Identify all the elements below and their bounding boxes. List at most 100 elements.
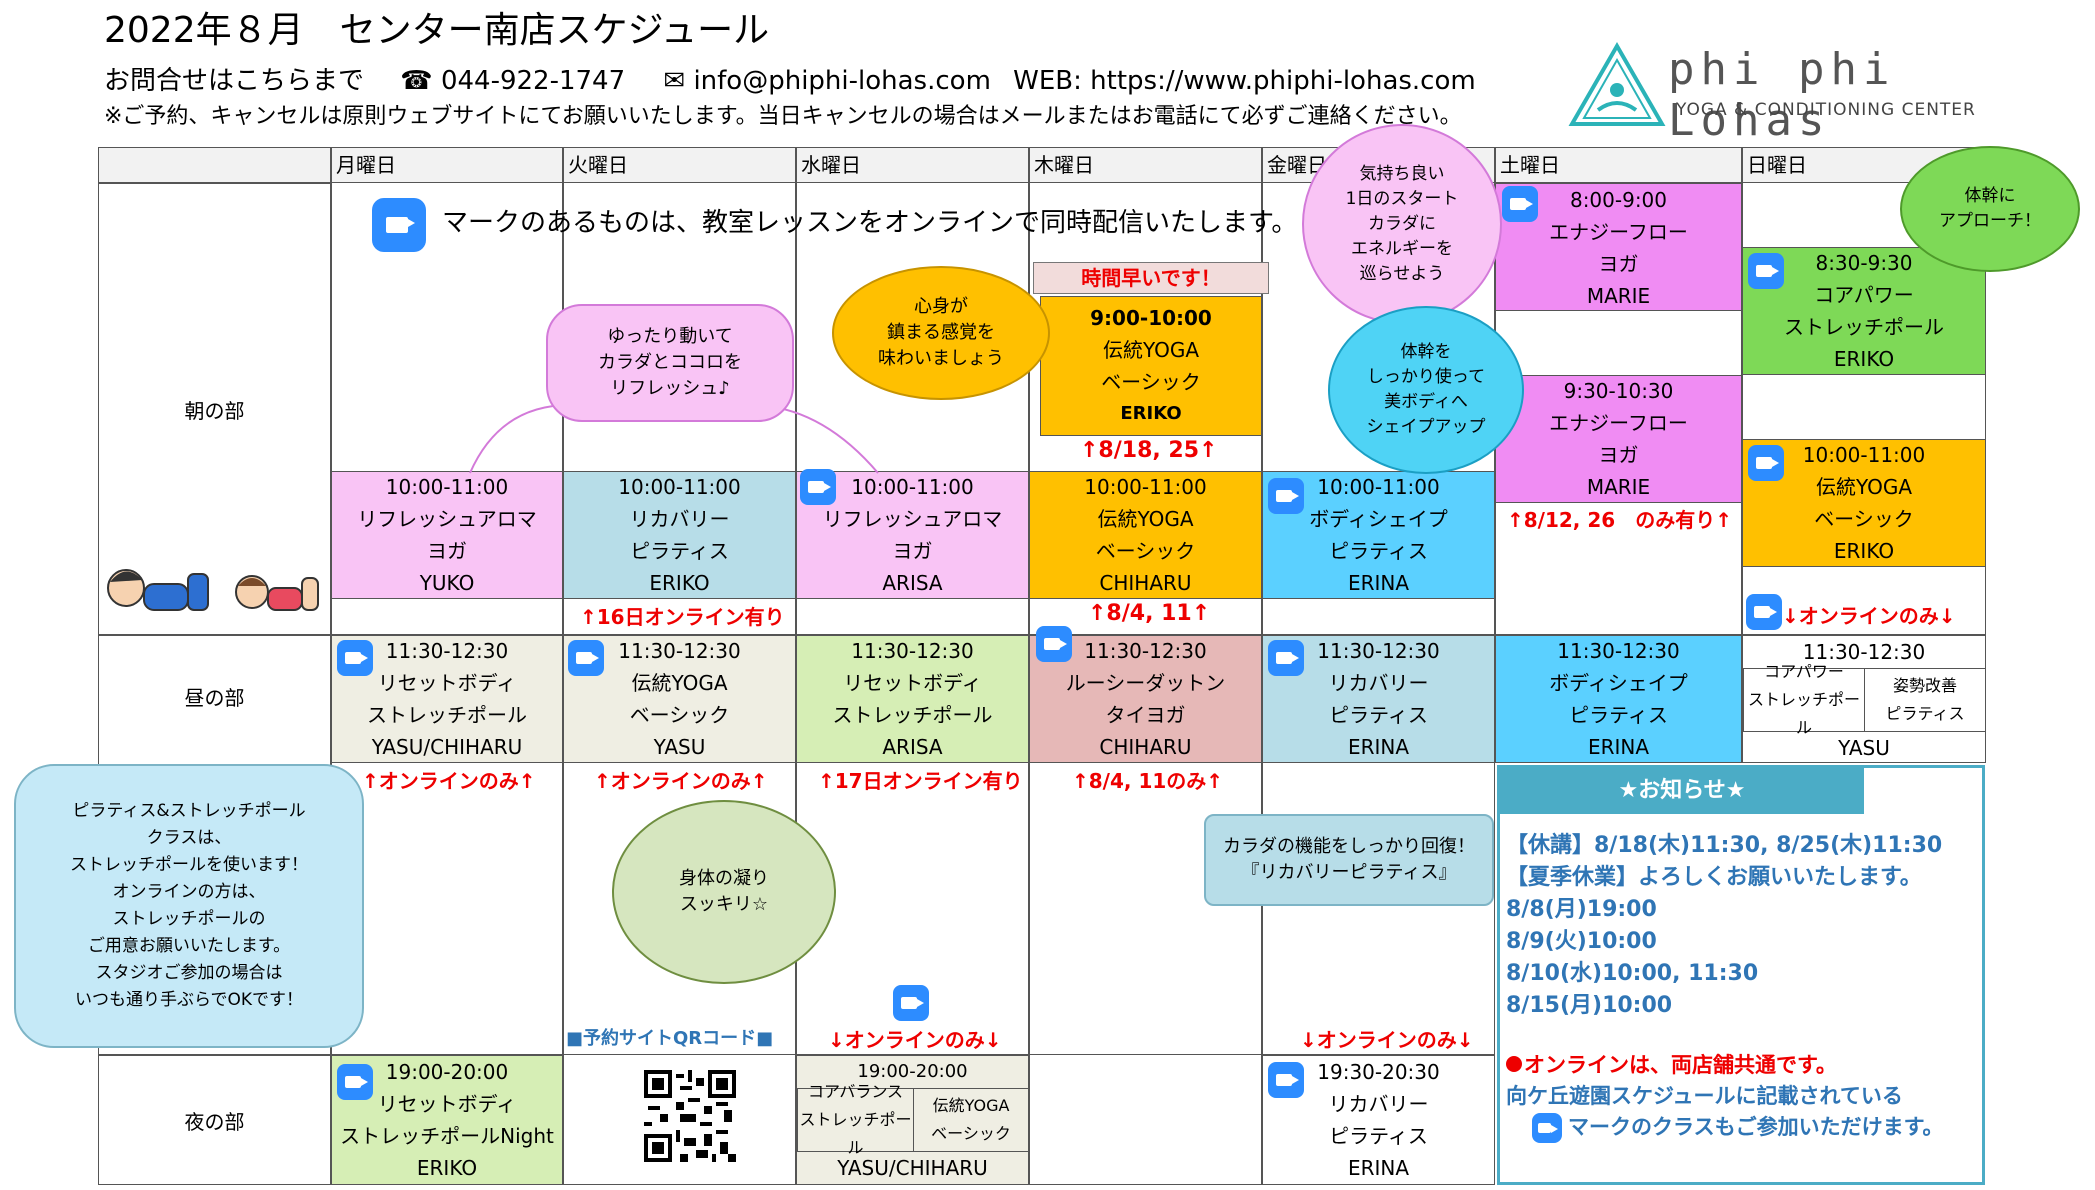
zoom-icon: [893, 985, 929, 1021]
class-wed-1130[interactable]: 11:30-12:30 リセットボディ ストレッチポール ARISA: [796, 635, 1029, 763]
bubble-recovery: カラダの機能をしっかり回復！『リカバリーピラティス』: [1204, 814, 1494, 906]
qr-label: ■予約サイトQRコード■: [566, 1028, 774, 1049]
class-subname: ヨガ: [1598, 252, 1639, 276]
class-teacher: ERIKO: [1833, 539, 1895, 563]
note-sat-930: ↑8/12, 26 のみ有り↑: [1507, 508, 1732, 532]
bubble-pilates-info: ピラティス&ストレッチポールクラスは、ストレッチポールを使います！オンラインの方…: [14, 764, 364, 1048]
phone-number[interactable]: 044-922-1747: [440, 66, 626, 96]
bubble-text: カラダの機能をしっかり回復！: [1223, 836, 1475, 857]
class-time: 10:00-11:00: [618, 475, 741, 499]
class-teacher: ERINA: [1587, 735, 1650, 759]
class-name: 伝統YOGA: [1815, 475, 1913, 499]
contact-label: お問合せはこちらまで: [104, 66, 365, 96]
bubble-text: アプローチ！: [1939, 211, 2041, 231]
zoom-icon: [800, 469, 836, 505]
class-subname: ベーシック: [1814, 507, 1914, 531]
class-sat-1130[interactable]: 11:30-12:30 ボディシェイプ ピラティス ERINA: [1495, 635, 1742, 763]
class-sun-left: コアパワー ストレッチポール: [1743, 662, 1865, 737]
class-time: 9:30-10:30: [1563, 379, 1674, 403]
class-sun-1130[interactable]: 11:30-12:30 コアパワー ストレッチポール 姿勢改善 ピラティス YA…: [1742, 635, 1986, 763]
row-divider-night: [98, 1054, 1495, 1055]
class-name: ボディシェイプ: [1549, 671, 1688, 695]
notice-text: ※ご予約、キャンセルは原則ウェブサイトにてお願いいたします。当日キャンセルの場合…: [104, 104, 1462, 129]
class-name: コアバランス: [807, 1082, 904, 1101]
class-name: リカバリー: [1328, 1092, 1429, 1116]
class-time: 19:00-20:00: [385, 1060, 509, 1084]
zoom-icon: [372, 198, 426, 252]
bubble-text: スタジオご参加の場合は: [95, 963, 283, 983]
class-name: 姿勢改善: [1892, 676, 1957, 695]
zoom-icon: [1268, 478, 1304, 514]
class-tue-1000[interactable]: 10:00-11:00 リカバリー ピラティス ERIKO: [563, 471, 796, 599]
class-subname: ベーシック: [1101, 370, 1201, 394]
bubble-text: ストレッチポールの: [112, 909, 266, 929]
day-header-tue: 火曜日: [563, 147, 796, 183]
class-teacher: CHIHARU: [1099, 571, 1192, 595]
class-sat-930[interactable]: 9:30-10:30 エナジーフロー ヨガ MARIE: [1495, 375, 1742, 503]
class-sun-1000[interactable]: 10:00-11:00 伝統YOGA ベーシック ERIKO: [1742, 439, 1986, 567]
class-thu-900[interactable]: 9:00-10:00 伝統YOGA ベーシック ERIKO: [1040, 296, 1262, 436]
bubble-text: シェイプアップ: [1366, 417, 1486, 437]
class-thu-1000[interactable]: 10:00-11:00 伝統YOGA ベーシック CHIHARU: [1029, 471, 1262, 599]
bubble-text: 巡らせよう: [1359, 263, 1445, 284]
zoom-icon: [1532, 1113, 1562, 1143]
bubble-text: クラスは、: [146, 828, 232, 848]
class-teacher: YASU/CHIHARU: [371, 735, 523, 759]
class-teacher: ERIKO: [1120, 403, 1182, 424]
class-subname: ストレッチポール: [799, 1110, 912, 1157]
period-noon-label: 昼の部: [184, 686, 245, 710]
class-fri-1130[interactable]: 11:30-12:30 リカバリー ピラティス ERINA: [1262, 635, 1495, 763]
class-name: コアパワー: [1764, 662, 1844, 681]
class-teacher: ARISA: [882, 735, 943, 759]
bubble-text: 気持ち良い: [1359, 163, 1445, 184]
zoom-icon: [1748, 253, 1784, 289]
class-teacher: YUKO: [419, 571, 475, 595]
class-subname: ストレッチポール: [367, 703, 527, 727]
note-fri-1930: ↓オンラインのみ↓: [1300, 1028, 1474, 1052]
news-line: 8/15(月)10:00: [1506, 993, 1673, 1018]
class-name: 伝統YOGA: [1102, 338, 1200, 362]
class-wed-1900[interactable]: 19:00-20:00 コアバランス ストレッチポール 伝統YOGA ベーシック…: [796, 1055, 1029, 1185]
class-time: 8:00-9:00: [1569, 188, 1668, 212]
news-line: 8/8(月)19:00: [1506, 897, 1657, 922]
email-link[interactable]: info@phiphi-lohas.com: [693, 66, 991, 96]
class-subname: ピラティス: [630, 539, 729, 563]
note-thu-early: ↑8/18, 25↑: [1080, 438, 1218, 463]
class-name: コアパワー: [1814, 283, 1914, 307]
class-teacher: YASU/CHIHARU: [837, 1156, 988, 1180]
logo: phi phi Lohas YOGA & CONDITIONING CENTER: [1568, 40, 2088, 146]
note-sun-1000: ↓オンラインのみ↓: [1782, 604, 1956, 628]
note-thu-1130: ↑8/4, 11のみ↑: [1072, 769, 1224, 793]
zoom-icon: [1748, 445, 1784, 481]
zoom-icon: [1502, 186, 1538, 222]
bubble-text: ピラティス&ストレッチポール: [72, 801, 306, 821]
bubble-core: 体幹をしっかり使って美ボディへシェイプアップ: [1328, 306, 1524, 474]
zoom-icon: [1036, 626, 1072, 662]
news-lines: 【休講】8/18(木)11:30, 8/25(木)11:30 【夏季休業】よろし…: [1506, 830, 1942, 1022]
class-name: エナジーフロー: [1549, 411, 1688, 435]
note-mon-1130: ↑オンラインのみ↑: [362, 769, 536, 793]
class-time: 8:30-9:30: [1815, 251, 1913, 275]
class-mon-1000[interactable]: 10:00-11:00 リフレッシュアロマ ヨガ YUKO: [331, 471, 563, 599]
day-header-blank: [98, 147, 331, 183]
class-name: ルーシーダットン: [1065, 671, 1226, 695]
class-teacher: ERINA: [1347, 735, 1410, 759]
bubble-text: 心身が: [914, 296, 968, 317]
bubble-text: 1日のスタート: [1345, 188, 1459, 209]
bubble-text: ゆったり動いて: [607, 326, 733, 347]
class-teacher: ERINA: [1347, 1156, 1410, 1180]
zoom-icon: [337, 640, 373, 676]
class-subname: ピラティス: [1885, 704, 1965, 723]
class-time: 10:00-11:00: [1802, 443, 1926, 467]
class-time: 11:30-12:30: [618, 639, 741, 663]
day-header-thu: 木曜日: [1029, 147, 1262, 183]
class-time: 19:00-20:00: [857, 1061, 968, 1082]
mail-icon: ✉: [663, 66, 686, 96]
qr-code-icon[interactable]: [644, 1070, 736, 1162]
web-link[interactable]: WEB: https://www.phiphi-lohas.com: [1013, 66, 1476, 96]
class-name: リセットボディ: [377, 1092, 517, 1116]
class-time: 11:30-12:30: [1084, 639, 1207, 663]
zoom-icon: [337, 1064, 373, 1100]
page-title: 2022年８月 センター南店スケジュール: [104, 10, 770, 51]
bubble-text: オンラインの方は、: [112, 882, 266, 902]
